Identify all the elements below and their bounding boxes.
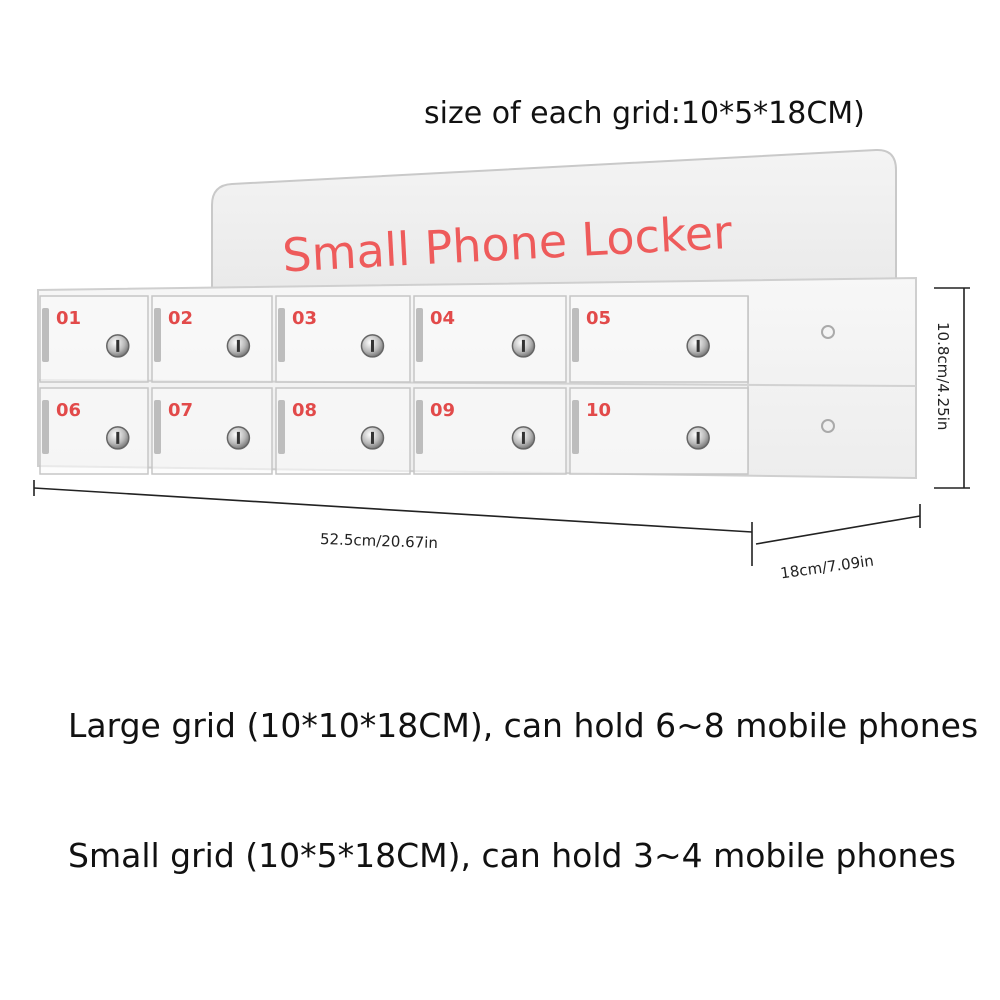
large-grid-caption: Large grid (10*10*18CM), can hold 6~8 mo…	[68, 706, 979, 745]
keyhole-icon	[696, 431, 700, 444]
compartment-number: 06	[56, 400, 81, 421]
compartment-number: 02	[168, 308, 193, 329]
hinge-icon	[278, 400, 285, 454]
small-grid-caption: Small grid (10*5*18CM), can hold 3~4 mob…	[68, 836, 956, 875]
compartment-number: 07	[168, 400, 193, 421]
compartment-door[interactable]	[151, 387, 273, 475]
keyhole-icon	[236, 339, 240, 352]
height-dimension-label: 10.8cm/4.25in	[934, 322, 952, 431]
compartment-door[interactable]	[569, 387, 749, 475]
hinge-icon	[154, 400, 161, 454]
compartment-number: 04	[430, 308, 455, 329]
compartment-door[interactable]	[39, 295, 149, 383]
hinge-icon	[416, 308, 423, 362]
compartment-door[interactable]	[39, 387, 149, 475]
compartment-number: 05	[586, 308, 611, 329]
keyhole-icon	[696, 339, 700, 352]
hinge-icon	[42, 308, 49, 362]
compartment-number: 03	[292, 308, 317, 329]
hinge-icon	[154, 308, 161, 362]
compartment-door[interactable]	[569, 295, 749, 383]
compartment-door[interactable]	[275, 295, 411, 383]
keyhole-icon	[116, 339, 120, 352]
compartment-number: 10	[586, 400, 611, 421]
mounting-hole-icon	[821, 325, 835, 339]
hinge-icon	[278, 308, 285, 362]
keyhole-icon	[116, 431, 120, 444]
hinge-icon	[416, 400, 423, 454]
hinge-icon	[42, 400, 49, 454]
compartment-door[interactable]	[413, 387, 567, 475]
compartment-number: 01	[56, 308, 81, 329]
sign-panel	[211, 148, 897, 302]
dimension-lines	[33, 287, 970, 566]
compartment-number: 09	[430, 400, 455, 421]
hinge-icon	[572, 308, 579, 362]
keyhole-icon	[370, 431, 374, 444]
compartment-number: 08	[292, 400, 317, 421]
compartment-door[interactable]	[151, 295, 273, 383]
keyhole-icon	[370, 339, 374, 352]
compartment-door[interactable]	[275, 387, 411, 475]
keyhole-icon	[521, 431, 525, 444]
keyhole-icon	[236, 431, 240, 444]
compartment-door[interactable]	[413, 295, 567, 383]
mounting-hole-icon	[821, 419, 835, 433]
grid-size-caption: size of each grid:10*5*18CM)	[424, 96, 865, 131]
hinge-icon	[572, 400, 579, 454]
keyhole-icon	[521, 339, 525, 352]
